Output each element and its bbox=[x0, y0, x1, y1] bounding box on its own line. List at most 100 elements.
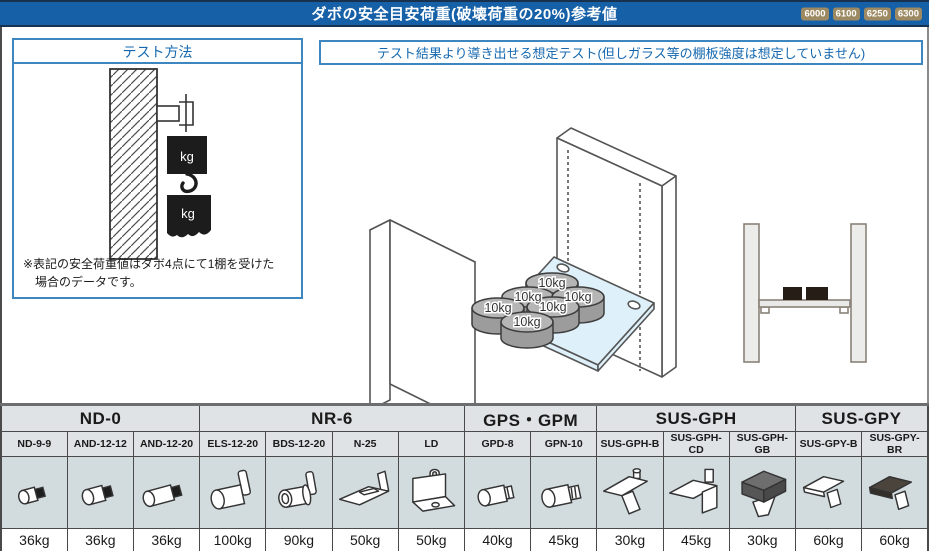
part-icon-cell bbox=[794, 456, 863, 529]
part-icon-cell bbox=[66, 456, 134, 529]
part-icon-cell bbox=[397, 456, 465, 529]
shelf-load-illustration: 10kg 10kg 10kg 10kg 10kg 10kg bbox=[369, 127, 677, 427]
left-post bbox=[743, 223, 760, 363]
load-value-cell: 90kg bbox=[265, 528, 333, 551]
wall-panel bbox=[109, 68, 158, 260]
page-badge-6250[interactable]: 6250 bbox=[863, 7, 891, 20]
hook-icon bbox=[180, 172, 198, 194]
load-value-cell: 45kg bbox=[662, 528, 730, 551]
load-value-cell: 36kg bbox=[132, 528, 201, 551]
glass-shelf-clamp-icon bbox=[669, 468, 718, 514]
part-icon-row bbox=[0, 456, 929, 529]
test-method-box: テスト方法 kg bbox=[12, 38, 303, 299]
page-badge-6300[interactable]: 6300 bbox=[894, 7, 922, 20]
dowel-medium-icon bbox=[80, 482, 115, 507]
part-icon-cell bbox=[132, 456, 201, 529]
page-reference-badges: 6000 6100 6250 6300 bbox=[801, 7, 922, 20]
dowel-short-icon bbox=[16, 483, 47, 506]
title-bar: ダボの安全目安荷重(破壊荷重の20%)参考値 6000 6100 6250 63… bbox=[0, 0, 929, 27]
part-icon-cell bbox=[662, 456, 730, 529]
illustration-section: テスト方法 kg bbox=[0, 27, 929, 427]
load-value-cell: 36kg bbox=[0, 528, 68, 551]
part-icon-cell bbox=[728, 456, 796, 529]
right-post bbox=[850, 223, 867, 363]
weight-label: 10kg bbox=[513, 315, 540, 329]
part-icon-cell bbox=[463, 456, 532, 529]
model-header-cell: SUS-GPY-BR bbox=[861, 431, 929, 457]
assumption-test-box: テスト結果より導き出せる想定テスト(但しガラス等の棚板強度は想定していません) bbox=[319, 40, 923, 65]
part-icon-cell bbox=[530, 456, 598, 529]
part-icon-cell bbox=[331, 456, 399, 529]
load-value-cell: 30kg bbox=[728, 528, 796, 551]
model-header-cell: ND-9-9 bbox=[0, 431, 68, 457]
weight-kg-label: kg bbox=[181, 206, 195, 221]
flat-bracket-icon bbox=[802, 475, 844, 508]
plain-dowel-icon bbox=[475, 482, 515, 508]
left-dowel bbox=[760, 306, 770, 314]
test-method-diagram: kg kg bbox=[109, 68, 211, 260]
front-view-illustration bbox=[743, 223, 867, 363]
load-value-cell: 60kg bbox=[861, 528, 929, 551]
weight-label: 10kg bbox=[484, 301, 511, 315]
shelf-dowel-pegs bbox=[556, 263, 641, 310]
part-icon-cell bbox=[265, 456, 333, 529]
model-header-cell: SUS-GPY-B bbox=[794, 431, 863, 457]
page-title: ダボの安全目安荷重(破壊荷重の20%)参考値 bbox=[311, 6, 618, 23]
shelf-board bbox=[758, 299, 851, 308]
weight-label: 10kg bbox=[539, 300, 566, 314]
hook-plate-icon bbox=[339, 470, 390, 506]
assumption-test-title: テスト結果より導き出せる想定テスト(但しガラス等の棚板強度は想定していません) bbox=[376, 46, 866, 61]
load-value-cell: 40kg bbox=[463, 528, 532, 551]
test-method-note: ※表記の安全荷重値はダボ4点にて1棚を受けた 場合のデータです。 bbox=[23, 256, 274, 291]
series-header-susgpy: SUS-GPY bbox=[794, 404, 929, 432]
dark-flat-bracket-icon bbox=[868, 475, 912, 510]
part-icon-cell bbox=[0, 456, 68, 529]
model-header-cell: SUS-GPH-B bbox=[596, 431, 664, 457]
weight-cylinder bbox=[500, 311, 554, 349]
model-header-cell: GPD-8 bbox=[463, 431, 532, 457]
test-weight-1: kg bbox=[167, 136, 207, 174]
load-value-cell: 36kg bbox=[66, 528, 134, 551]
load-value-row: 36kg 36kg 36kg 100kg 90kg 50kg 50kg 40kg… bbox=[0, 528, 929, 551]
model-header-cell: ELS-12-20 bbox=[199, 431, 267, 457]
l-bracket-icon bbox=[412, 468, 456, 512]
load-block bbox=[783, 287, 802, 300]
left-panel bbox=[369, 219, 476, 427]
rubber-block-clamp-icon bbox=[741, 470, 787, 517]
model-header-cell: N-25 bbox=[331, 431, 399, 457]
series-header-gpsgpm: GPS・GPM bbox=[463, 404, 598, 432]
series-header-nr6: NR-6 bbox=[199, 404, 465, 432]
weight-label: 10kg bbox=[564, 290, 591, 304]
test-method-title: テスト方法 bbox=[14, 40, 301, 64]
pin-with-tab-icon bbox=[205, 468, 253, 511]
threaded-dowel-icon bbox=[539, 481, 582, 509]
series-header-nd0: ND-0 bbox=[0, 404, 201, 432]
note-line-2: 場合のデータです。 bbox=[35, 274, 142, 289]
load-capacity-table: ND-0 NR-6 GPS・GPM SUS-GPH SUS-GPY ND-9-9… bbox=[0, 403, 929, 551]
weight-label: 10kg bbox=[538, 276, 565, 290]
model-header-cell: GPN-10 bbox=[530, 431, 598, 457]
right-dowel bbox=[839, 306, 849, 314]
load-block bbox=[806, 287, 828, 300]
load-value-cell: 45kg bbox=[530, 528, 598, 551]
page-badge-6100[interactable]: 6100 bbox=[832, 7, 860, 20]
model-header-cell: AND-12-12 bbox=[66, 431, 134, 457]
pin-with-collar-tab-icon bbox=[274, 470, 319, 510]
model-header-cell: AND-12-20 bbox=[132, 431, 201, 457]
load-value-cell: 60kg bbox=[794, 528, 863, 551]
model-header-cell: BDS-12-20 bbox=[265, 431, 333, 457]
part-icon-cell bbox=[199, 456, 267, 529]
page-badge-6000[interactable]: 6000 bbox=[801, 7, 829, 20]
model-header-row: ND-9-9 AND-12-12 AND-12-20 ELS-12-20 BDS… bbox=[0, 431, 929, 457]
model-header-cell: SUS-GPH-GB bbox=[728, 431, 796, 457]
part-icon-cell bbox=[596, 456, 664, 529]
load-value-cell: 30kg bbox=[596, 528, 664, 551]
part-icon-cell bbox=[861, 456, 929, 529]
series-header-susgph: SUS-GPH bbox=[596, 404, 796, 432]
weight-label: 10kg bbox=[514, 290, 541, 304]
load-value-cell: 100kg bbox=[199, 528, 267, 551]
note-line-1: ※表記の安全荷重値はダボ4点にて1棚を受けた bbox=[23, 257, 275, 272]
weight-kg-label: kg bbox=[180, 149, 194, 164]
dowel-long-icon bbox=[140, 481, 183, 508]
